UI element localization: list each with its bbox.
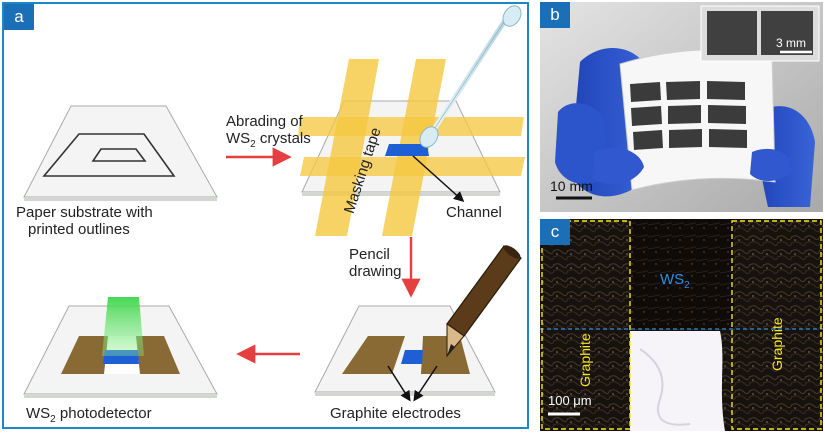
paper-substrate-sheet: [23, 105, 218, 201]
panel-b-photo: b 3 mm 10 mm: [540, 2, 823, 212]
masking-tape-strip: [300, 157, 525, 176]
channel-pointer: [412, 155, 465, 203]
ws2-channel: [385, 144, 429, 156]
inset-scale-label: 3 mm: [776, 36, 806, 50]
panel-a: a: [2, 2, 529, 429]
bare-paper-region: [630, 331, 725, 431]
cotton-swab-icon: [419, 5, 522, 148]
graphite-electrodes-label: Graphite electrodes: [330, 405, 461, 422]
ws2-label: WS2: [660, 271, 690, 291]
panel-b-tag: b: [540, 2, 570, 28]
photodetector-device: [23, 297, 218, 398]
micro-scale-label: 100 μm: [548, 393, 592, 408]
panel-a-diagram: Masking tape: [23, 5, 525, 402]
ws2-channel: [401, 350, 423, 364]
masking-tape-strip: [315, 59, 379, 236]
step1-label-line1: Paper substrate with: [16, 204, 153, 221]
electrode-pointer: [387, 365, 411, 402]
graphite-label-right: Graphite: [769, 317, 785, 371]
graphite-left-region: [541, 220, 631, 430]
abrading-label-line2: WS2 crystals: [226, 130, 311, 150]
panel-a-tag: a: [4, 4, 34, 30]
micrograph-image: [540, 219, 823, 431]
graphite-array: [630, 81, 747, 150]
pencil-drawing-line2: drawing: [349, 263, 402, 280]
graphite-electrode: [342, 336, 405, 374]
pencil-icon: [446, 245, 522, 358]
step1-label-line2: printed outlines: [28, 221, 130, 238]
device-photo: [540, 2, 823, 212]
panel-c-micrograph: c WS2 Graphite Graphite 100 μm: [540, 219, 823, 431]
abrading-label-line1: Abrading of: [226, 113, 303, 130]
electrode-pointer: [413, 365, 438, 402]
panel-c-tag: c: [540, 219, 570, 245]
photodetector-label: WS2 photodetector: [26, 405, 152, 425]
light-beam: [102, 297, 144, 356]
masking-tape-strip: [298, 117, 524, 136]
masked-substrate: [298, 59, 525, 236]
graphite-right-region: [731, 220, 822, 430]
graphite-label-left: Graphite: [577, 333, 593, 387]
pencil-drawing-line1: Pencil: [349, 246, 390, 263]
channel-label: Channel: [446, 204, 502, 221]
graphite-electrode: [421, 336, 470, 374]
scale-label: 10 mm: [550, 178, 593, 194]
